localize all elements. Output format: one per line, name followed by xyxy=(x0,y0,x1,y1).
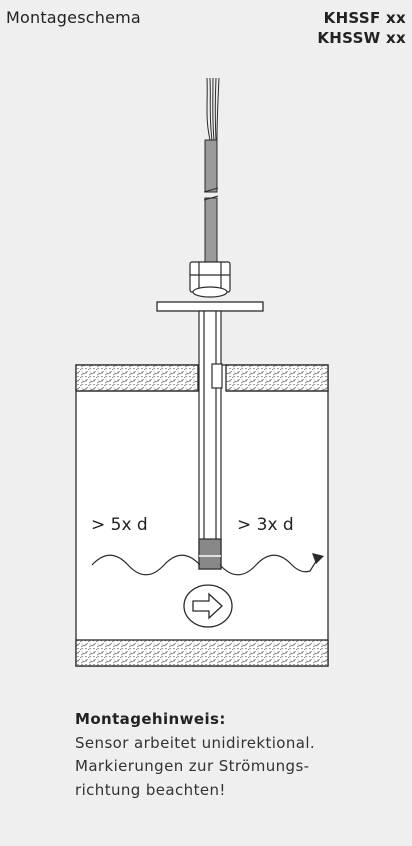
page-title: Montageschema xyxy=(6,8,141,27)
pipe-bottom-wall xyxy=(75,639,329,667)
model-name: KHSSF xx xyxy=(323,9,406,27)
cable-sheath-upper xyxy=(204,139,218,193)
flow-line xyxy=(91,554,321,576)
mounting-note: Montagehinweis: Sensor arbeitet unidirek… xyxy=(75,708,405,802)
upstream-distance-label: > 5x d xyxy=(91,515,148,535)
pipe-top-wall-left xyxy=(75,364,199,392)
cable-gland xyxy=(189,261,231,298)
model-name: KHSSW xx xyxy=(317,29,406,47)
mounting-flange xyxy=(156,301,264,312)
sensor-tip xyxy=(198,538,222,570)
clamp-nut xyxy=(211,363,223,389)
flow-arrow-head xyxy=(312,553,324,564)
note-title: Montagehinweis: xyxy=(75,710,226,728)
flow-direction-marker xyxy=(183,584,233,628)
cable-sheath-lower xyxy=(204,197,218,263)
model-list: KHSSF xx KHSSW xx xyxy=(317,8,406,48)
cable xyxy=(203,77,220,263)
downstream-distance-label: > 3x d xyxy=(237,515,294,535)
sensor-rod xyxy=(198,310,223,570)
arrow-right-icon xyxy=(192,592,223,620)
note-line: Sensor arbeitet unidirektional. xyxy=(75,733,316,752)
note-line: richtung beachten! xyxy=(75,780,226,799)
note-line: Markierungen zur Strömungs- xyxy=(75,757,310,775)
pipe-top-wall-right xyxy=(225,364,329,392)
